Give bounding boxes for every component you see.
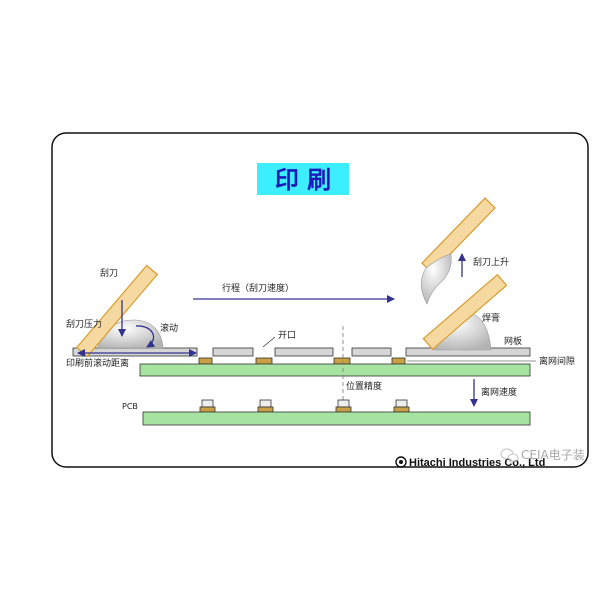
- diagram-frame: [51, 132, 589, 468]
- wechat-icon: [500, 448, 519, 463]
- pcb-board: [142, 411, 531, 426]
- title-background: [257, 163, 349, 195]
- label-opening: 开口: [278, 330, 296, 341]
- pad: [255, 357, 273, 365]
- deposit-top: [337, 399, 350, 408]
- label-squeegee-rise: 刮刀上升: [473, 256, 509, 268]
- rolling-arrow: [135, 325, 156, 348]
- stencil-segment: [274, 347, 334, 357]
- opening-leader: [262, 336, 276, 348]
- printed-deposit: [199, 399, 216, 413]
- label-pcb: PCB: [122, 402, 138, 411]
- stencil-segment: [351, 347, 392, 357]
- label-prerun-distance: 印刷前滚动距离: [66, 357, 129, 369]
- pcb-board: [139, 363, 531, 377]
- pad: [198, 357, 213, 365]
- watermark-text: CEIA电子装: [521, 448, 585, 462]
- deposit-top: [201, 399, 214, 408]
- printed-deposit: [335, 399, 352, 413]
- squeegee-right: [422, 273, 508, 351]
- label-squeegee: 刮刀: [100, 267, 118, 279]
- label-stroke: 行程（刮刀速度）: [222, 282, 294, 294]
- label-separation-speed: 离网速度: [481, 386, 517, 398]
- pcb-printing: [139, 357, 531, 377]
- solder-paste-drip: [420, 253, 452, 305]
- deposit-pad: [199, 406, 216, 413]
- deposit-pad: [257, 406, 274, 413]
- pad: [391, 357, 406, 365]
- printed-deposit: [393, 399, 410, 413]
- deposit-pad: [393, 406, 410, 413]
- pcb-separated: [142, 399, 531, 426]
- printed-deposit: [257, 399, 274, 413]
- label-position-accuracy: 位置精度: [346, 380, 382, 392]
- stencil-segment: [212, 347, 254, 357]
- label-snap-off-gap: 离网间隙: [539, 355, 575, 367]
- pad: [333, 357, 351, 365]
- deposit-top: [395, 399, 408, 408]
- page-title: 印 刷: [275, 166, 331, 194]
- title-box: 印 刷: [257, 163, 349, 195]
- hitachi-logo-icon: [395, 456, 407, 468]
- deposit-pad: [335, 406, 352, 413]
- label-solder-paste: 焊膏: [482, 312, 500, 324]
- deposit-top: [259, 399, 272, 408]
- label-squeegee-pressure: 刮刀压力: [66, 318, 102, 330]
- label-rolling: 滚动: [160, 322, 178, 334]
- label-stencil: 网板: [504, 335, 522, 347]
